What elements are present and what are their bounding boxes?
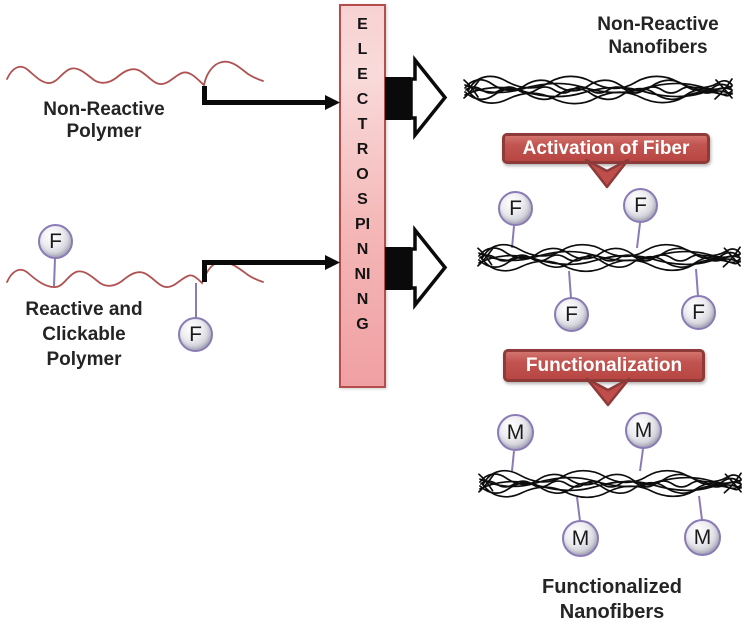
electrospinning-box: ELECTROSPINNING [339,4,386,388]
modifier-group-node: M [684,519,721,556]
functional-group-node: F [498,191,533,226]
functional-group-node: F [623,188,658,223]
modifier-group-node: M [562,520,599,557]
non-reactive-nanofibers-label: Non-Reactive Nanofibers [597,14,719,58]
activation-of-fiber-label: Activation of Fiber [522,137,690,159]
functionalization-label: Functionalization [525,354,683,376]
polymer2-feed-arrow [202,255,340,282]
nanofiber-bundle-1 [463,75,733,105]
nanofiber-bundle-3 [478,469,742,499]
reactive-clickable-polymer-label: Reactive and Clickable Polymer [25,299,143,370]
functional-group-node: F [178,317,213,352]
output-arrow-1 [385,55,448,140]
functionalization-down-arrow [585,377,631,407]
nanofiber-bundle-2 [477,243,741,273]
reactive-polymer-chain [6,261,264,288]
non-reactive-polymer-label: Non-Reactive Polymer [43,99,165,142]
activation-of-fiber-box: Activation of Fiber [502,133,710,164]
activation-down-arrow [584,158,630,189]
modifier-group-node: M [497,414,534,451]
polymer1-feed-arrow [202,86,340,110]
output-arrow-2 [385,225,448,310]
functional-group-node: F [681,295,716,330]
functional-group-node: F [554,297,589,332]
functionalized-nanofibers-label: Functionalized Nanofibers [542,576,682,623]
electrospinning-label: ELECTROSPINNING [354,16,371,333]
functionalization-box: Functionalization [503,349,705,382]
modifier-group-node: M [625,412,662,449]
functional-group-node: F [38,224,73,259]
non-reactive-polymer-chain [6,60,264,87]
